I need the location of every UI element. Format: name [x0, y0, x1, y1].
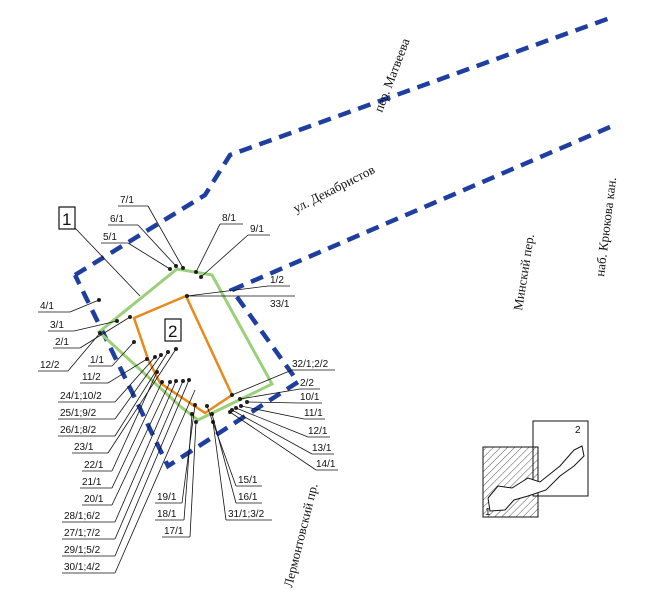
- callouts-left: 4/1 3/1 2/1 12/2: [38, 298, 132, 372]
- point-label: 1/1: [90, 355, 104, 366]
- point-label: 18/1: [157, 509, 177, 520]
- point-label: 1/2: [270, 275, 284, 286]
- point-label: 32/1;2/2: [292, 359, 329, 370]
- point-label: 10/1: [300, 392, 320, 403]
- point-label: 11/1: [304, 408, 323, 419]
- inset-label-1: 1: [485, 507, 491, 518]
- street-label-minsky: Минский пер.: [510, 233, 537, 312]
- inset-label-2: 2: [575, 425, 581, 436]
- point-label: 7/1: [120, 195, 134, 206]
- zone-2-outline: [132, 294, 234, 415]
- callouts-right-lower: 32/1;2/2 2/2 10/1 11/1 12/1 13/1 14/1: [228, 359, 338, 471]
- inset-map: 1 2: [482, 420, 589, 518]
- point-label: 11/2: [82, 372, 101, 383]
- point-label: 12/1: [308, 426, 328, 437]
- point-label: 2/1: [55, 337, 69, 348]
- point-label: 16/1: [238, 492, 258, 503]
- boundary-upper-line: [73, 15, 611, 277]
- point-label: 4/1: [40, 301, 54, 312]
- point-label: 28/1;6/2: [64, 511, 101, 522]
- point-label: 13/1: [312, 443, 332, 454]
- point-label: 8/1: [222, 213, 236, 224]
- point-label: 26/1;8/2: [60, 425, 97, 436]
- point-label: 15/1: [238, 475, 258, 486]
- point-label: 30/1;4/2: [64, 562, 101, 573]
- point-label: 5/1: [103, 232, 117, 243]
- street-label-matveeva: пер. Матвеева: [371, 36, 413, 114]
- point-label: 14/1: [316, 459, 336, 470]
- point-label: 25/1;9/2: [60, 408, 97, 419]
- inset-area-2: [532, 420, 589, 497]
- point-label: 12/2: [40, 360, 60, 371]
- point-label: 31/1;3/2: [228, 509, 265, 520]
- point-label: 29/1;5/2: [64, 545, 101, 556]
- point-label: 19/1: [157, 492, 177, 503]
- callouts-right-upper: 1/2 33/1: [185, 275, 295, 310]
- point-label: 24/1;10/2: [60, 391, 102, 402]
- point-label: 23/1: [74, 442, 94, 453]
- point-label: 3/1: [50, 320, 64, 331]
- street-label-lermontovsky: Лермонтовский пр.: [280, 482, 320, 589]
- point-label: 17/1: [164, 526, 184, 537]
- street-label-kryukova: наб. Крюкова кан.: [592, 176, 619, 277]
- point-label: 9/1: [250, 224, 264, 235]
- point-label: 21/1: [82, 477, 102, 488]
- zone-2-marker: 2: [164, 318, 182, 342]
- callouts-bottom: 19/1 18/1 17/1 15/1 16/1 31/1;3/2: [155, 403, 272, 538]
- point-label: 33/1: [270, 299, 290, 310]
- callouts-top: 7/1 6/1 5/1 8/1 9/1: [101, 195, 270, 279]
- boundary-lines: [72, 15, 611, 470]
- point-label: 20/1: [84, 494, 104, 505]
- point-label: 6/1: [110, 214, 124, 225]
- boundary-lower-line: [72, 124, 611, 470]
- street-label-dekabristov: ул. Декабристов: [291, 162, 378, 216]
- zone-1-number: 1: [62, 210, 71, 229]
- point-label: 2/2: [300, 378, 314, 389]
- callouts-lower-left: 1/1 11/2 24/1;10/2 25/1;9/2 26/1;8/2 23/…: [58, 340, 196, 574]
- zone-1-marker: 1: [58, 206, 141, 297]
- zone-2-number: 2: [168, 322, 177, 341]
- point-label: 27/1;7/2: [64, 528, 101, 539]
- point-label: 22/1: [84, 460, 104, 471]
- inset-outline: [487, 445, 585, 512]
- zone-1-outline: [96, 267, 275, 422]
